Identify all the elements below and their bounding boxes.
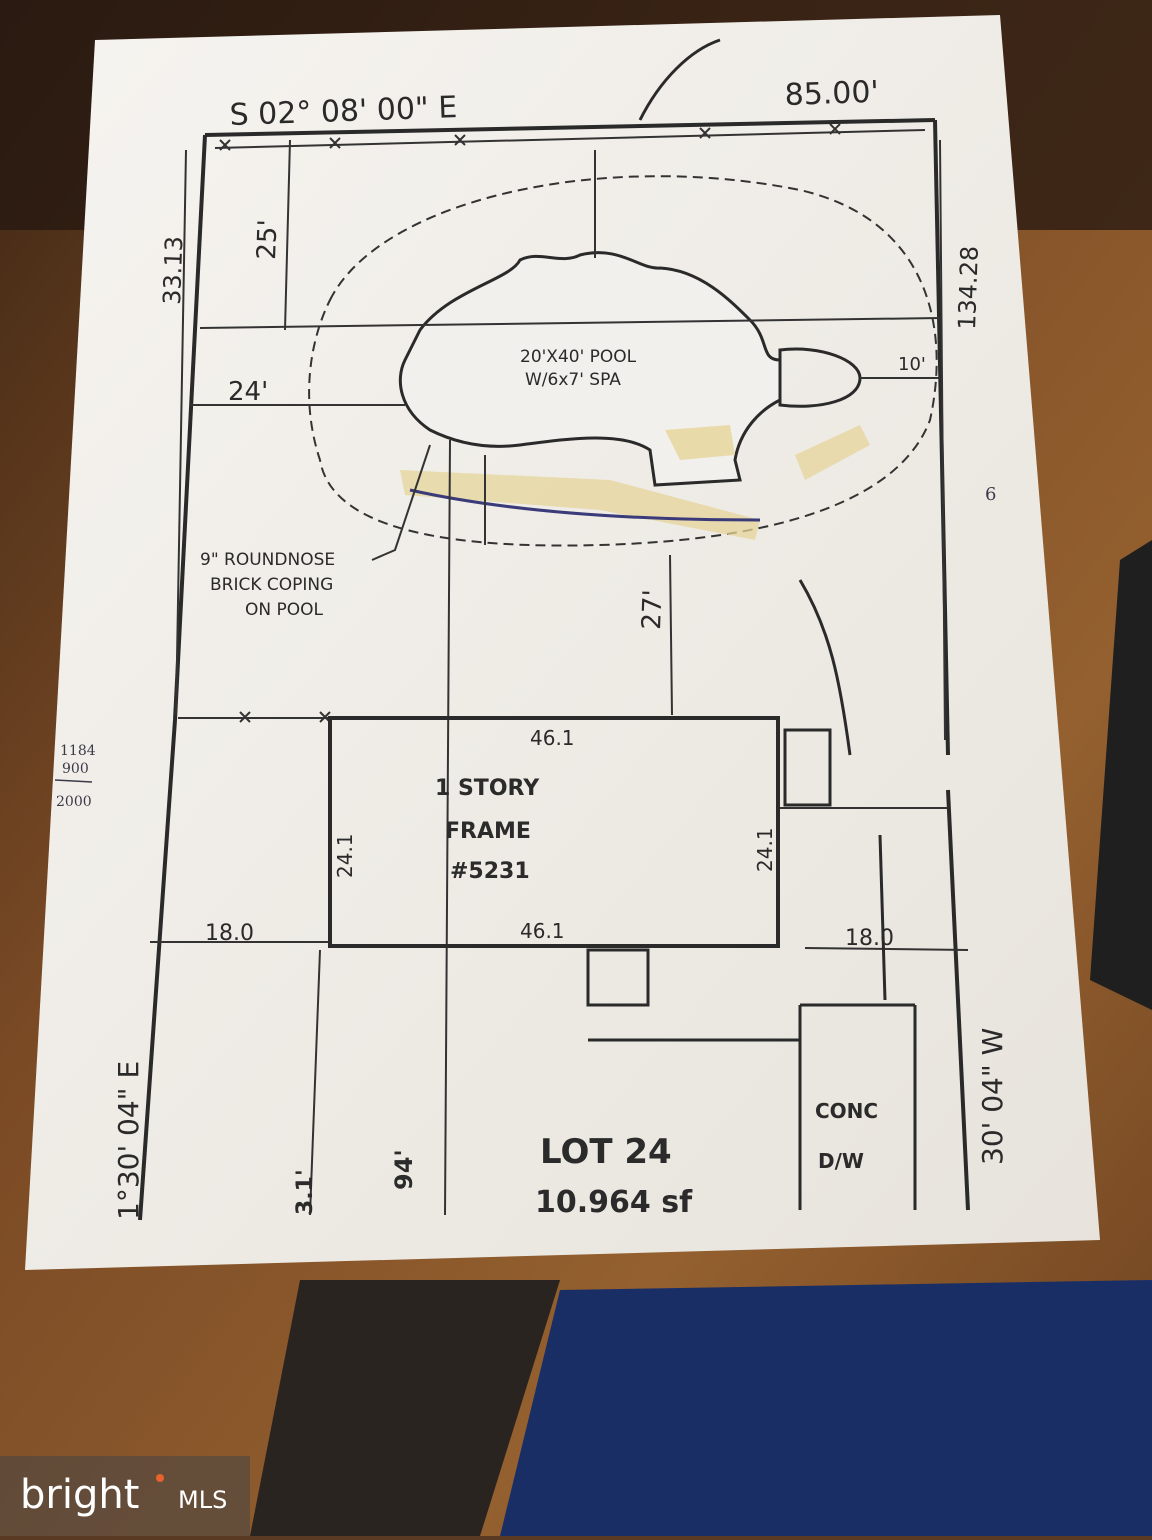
coping-note-line-3: ON POOL [245, 600, 324, 620]
driveway [586, 948, 917, 1210]
margin-calc-1: 1184 [60, 743, 96, 759]
right-edge-mark: 6 [985, 484, 996, 505]
coping-note-line-2: BRICK COPING [210, 575, 333, 595]
coping-outline [308, 175, 938, 547]
pool-label-text: 20'X40' POOL [520, 347, 637, 367]
house-depth-right-text: 24.1 [753, 827, 777, 872]
bright-logo-wordmark: bright [20, 1472, 139, 1518]
fence-marks [219, 123, 841, 723]
dim-house-setback-text: 27' [637, 589, 668, 630]
side-right-text: 18.0 [845, 926, 894, 951]
dimension-lines [190, 139, 941, 1216]
bright-logo: bright MLS [20, 1472, 227, 1518]
shadow-cloth [250, 1280, 560, 1536]
lot-boundary [138, 118, 970, 1221]
house-depth-left-text: 24.1 [333, 833, 357, 878]
spa-outline [778, 347, 862, 408]
spa-label-text: W/6x7' SPA [525, 370, 621, 390]
dim-top-setback-text: 25' [252, 219, 283, 260]
house-line-3: #5231 [450, 859, 530, 884]
dark-object [1090, 540, 1152, 1010]
plat-paper [25, 15, 1100, 1270]
arrow-mark [798, 579, 852, 756]
dim-right-text: 10' [898, 354, 926, 375]
right-side-text: 134.28 [953, 245, 984, 330]
dim-left-setback-text: 24' [228, 377, 268, 407]
house-width-bottom-text: 46.1 [520, 919, 565, 943]
dw-label-text: D/W [818, 1149, 864, 1173]
side-left-text: 18.0 [205, 921, 254, 946]
conc-label-text: CONC [815, 1099, 878, 1123]
bearing-top-text: S 02° 08' 00" E [229, 90, 458, 133]
house-footprint [328, 716, 780, 948]
bright-logo-spark-icon [156, 1474, 164, 1482]
coping-leader [371, 444, 431, 561]
front-2-text: 94' [390, 1149, 418, 1190]
house-line-1: 1 STORY [435, 776, 540, 801]
tape-patch-right [795, 425, 870, 480]
bearing-left-text: 1°30' 04" E [112, 1061, 145, 1220]
lot-area-text: 10.964 sf [535, 1185, 693, 1220]
lot-label-text: LOT 24 [540, 1132, 672, 1172]
margin-calc-2: 900 [62, 761, 89, 777]
house-line-2: FRAME [445, 819, 531, 844]
blue-cloth [500, 1280, 1152, 1536]
pool-outline [398, 251, 782, 487]
tape-patch [665, 425, 735, 460]
front-1-text: 3.1' [293, 1169, 318, 1215]
arrow-top [638, 38, 721, 121]
tape-strip [400, 470, 760, 540]
pen-line [409, 488, 761, 522]
mls-suffix: MLS [178, 1486, 227, 1514]
house-width-top-text: 46.1 [530, 726, 575, 750]
arrow-front [878, 834, 887, 1001]
bearing-right-text: 30' 04" W [976, 1028, 1009, 1165]
left-side-text: 33.13 [158, 236, 188, 306]
margin-calc-rule [54, 779, 93, 783]
house-unit [783, 728, 832, 807]
side-dimension-lines [150, 807, 969, 951]
coping-note-line-1: 9" ROUNDNOSE [200, 550, 335, 570]
margin-calc-3: 2000 [56, 794, 92, 810]
top-frontage-text: 85.00' [784, 75, 879, 113]
bright-mls-watermark: bright MLS [0, 1456, 250, 1536]
